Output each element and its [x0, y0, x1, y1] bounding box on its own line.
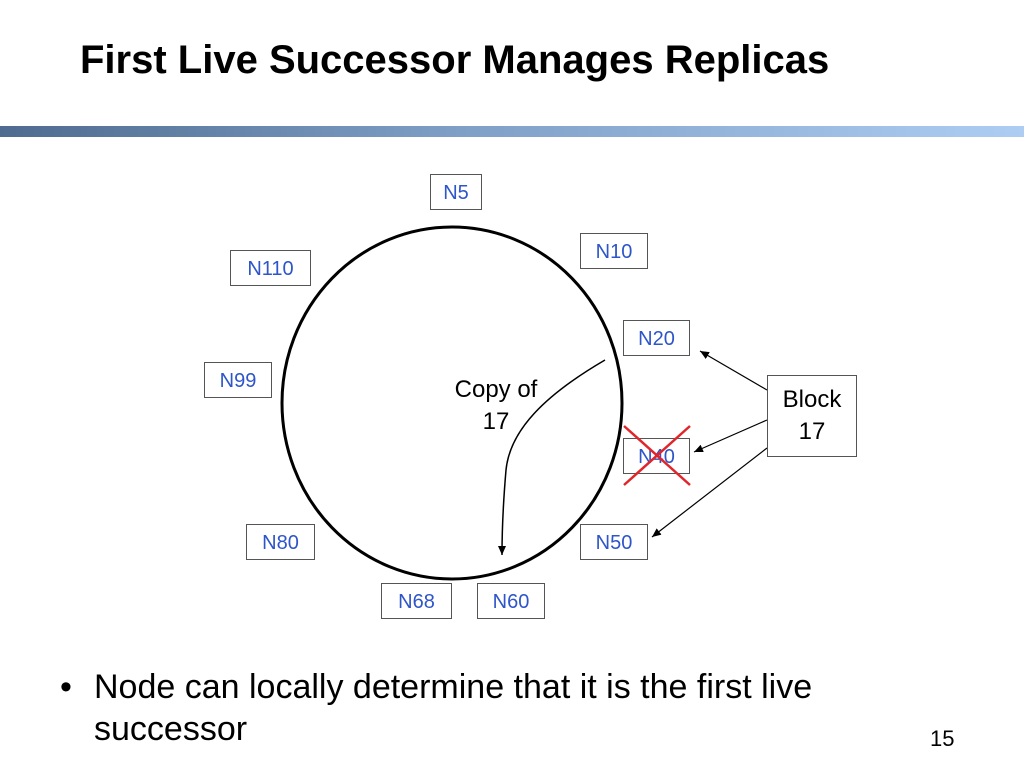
failed-cross-line-2 [623, 425, 691, 486]
block-number: 17 [798, 418, 826, 445]
bullet-text: Node can locally determine that it is th… [94, 668, 813, 748]
node-n50: N50 [580, 524, 648, 560]
title-divider [0, 126, 1024, 137]
identifier-ring [280, 225, 624, 581]
block-to-n40-arrow [693, 419, 768, 453]
node-n68: N68 [381, 583, 452, 619]
node-n60: N60 [477, 583, 545, 619]
copy-of-17-label: Copy of 17 [440, 374, 552, 438]
node-n20: N20 [623, 320, 690, 356]
node-n80: N80 [246, 524, 315, 560]
block-17-box: Block 17 [767, 375, 857, 457]
page-number: 15 [930, 726, 955, 751]
node-n10: N10 [580, 233, 648, 269]
bullet-marker: • [60, 668, 72, 706]
replica-copy-arrow [498, 359, 606, 556]
node-n5: N5 [430, 174, 482, 210]
node-n99: N99 [204, 362, 272, 398]
copy-label-line2: 17 [482, 408, 510, 435]
block-label: Block [782, 386, 842, 413]
block-to-n50-arrow [651, 447, 768, 538]
block-to-n20-arrow [699, 350, 768, 391]
node-n110: N110 [230, 250, 311, 286]
copy-label-line1: Copy of [454, 376, 538, 403]
slide-title: First Live Successor Manages Replicas [80, 38, 830, 82]
